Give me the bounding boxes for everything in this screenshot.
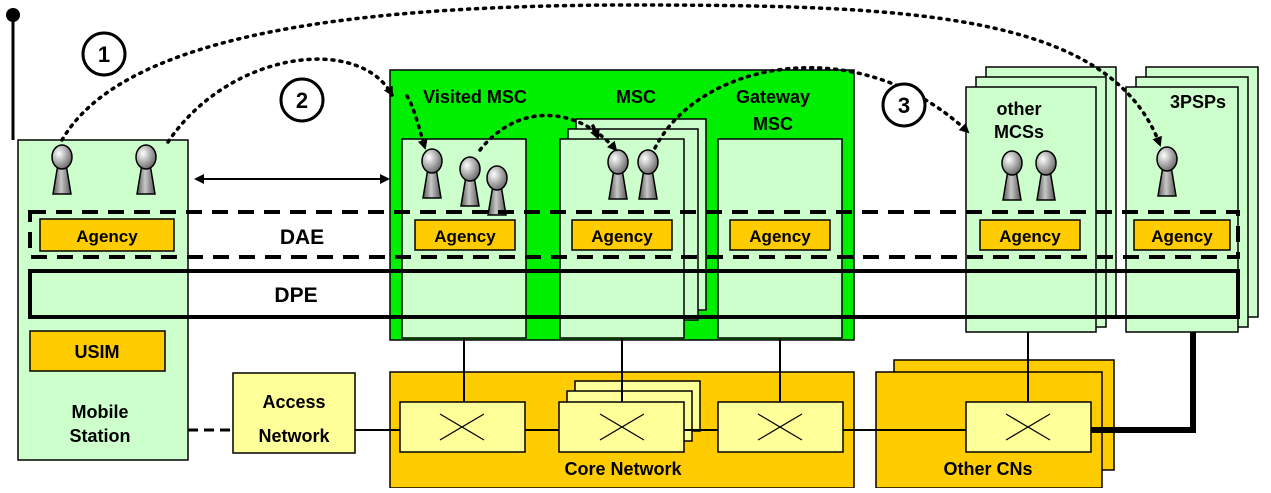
agency-box	[1133, 219, 1231, 251]
mobile-station-box	[17, 139, 189, 461]
dae-label: DAE	[280, 226, 324, 249]
usim-box	[29, 330, 166, 372]
mobile-station-label-line1: Mobile	[72, 402, 129, 422]
dae-layer-outline	[28, 210, 1240, 259]
third-party-label: 3PSPs	[1170, 92, 1226, 112]
other-mscs-box	[965, 86, 1097, 333]
dpe-layer-outline	[28, 269, 1240, 319]
core-network-label: Core Network	[564, 459, 682, 479]
step-1-circle	[81, 31, 127, 77]
agency-box	[571, 219, 673, 251]
step-2-label: 2	[296, 88, 308, 113]
switch-cross-icon	[717, 401, 844, 453]
antenna-tip	[6, 8, 20, 22]
other-mscs-label-line2: MCSs	[994, 122, 1044, 142]
agency-label: Agency	[591, 227, 653, 246]
third-party-box	[1125, 86, 1239, 333]
access-network-box	[232, 372, 356, 454]
visited-msc-label: Visited MSC	[423, 87, 527, 107]
dpe-layer: DPE	[28, 269, 1240, 319]
migration-path-2	[166, 57, 394, 144]
step-2-circle	[279, 77, 325, 123]
dae-layer: DAE	[28, 210, 1240, 259]
switch-cross-icon	[558, 380, 701, 453]
access-network: Access Network	[232, 372, 356, 454]
usim-label: USIM	[75, 342, 120, 362]
gateway-msc-label-line1: Gateway	[736, 87, 810, 107]
access-network-line1: Access	[262, 392, 325, 412]
migration-path-1	[60, 3, 1162, 147]
connections	[188, 174, 1196, 433]
agency-box	[39, 218, 175, 252]
migration-paths	[60, 3, 1162, 152]
migration-path-3	[653, 66, 970, 150]
agency-box	[414, 219, 516, 251]
other-mscs-label-line1: other	[997, 99, 1042, 119]
migration-path-2-end	[405, 94, 428, 150]
access-network-line2: Network	[258, 426, 330, 446]
switches	[399, 380, 1092, 453]
switch-cross-icon	[399, 401, 526, 453]
switch-cross-icon	[965, 401, 1092, 453]
msc-label: MSC	[616, 87, 656, 107]
mobile-station: Agency USIM Mobile Station	[6, 8, 189, 461]
step-markers: 1 2 3	[81, 31, 927, 128]
agency-box	[729, 219, 831, 251]
step-1-label: 1	[98, 42, 110, 67]
agency-label: Agency	[749, 227, 811, 246]
step-3-circle	[881, 82, 927, 128]
migration-path-local	[478, 113, 618, 152]
agency-label: Agency	[1151, 227, 1213, 246]
other-mscs: other MCSs Agency	[965, 66, 1117, 333]
msc-domain: Visited MSC MSC Gateway MSC Agency Agenc…	[389, 69, 855, 341]
dpe-label: DPE	[274, 284, 317, 307]
agency-box	[979, 219, 1081, 251]
mobile-station-label-line2: Station	[70, 426, 131, 446]
agency-label: Agency	[999, 227, 1061, 246]
agency-label: Agency	[76, 227, 138, 246]
other-cns-label: Other CNs	[943, 459, 1032, 479]
gateway-msc-label-line2: MSC	[753, 114, 793, 134]
third-party-service-providers: 3PSPs Agency	[1125, 66, 1259, 333]
step-3-label: 3	[898, 93, 910, 118]
agency-label: Agency	[434, 227, 496, 246]
